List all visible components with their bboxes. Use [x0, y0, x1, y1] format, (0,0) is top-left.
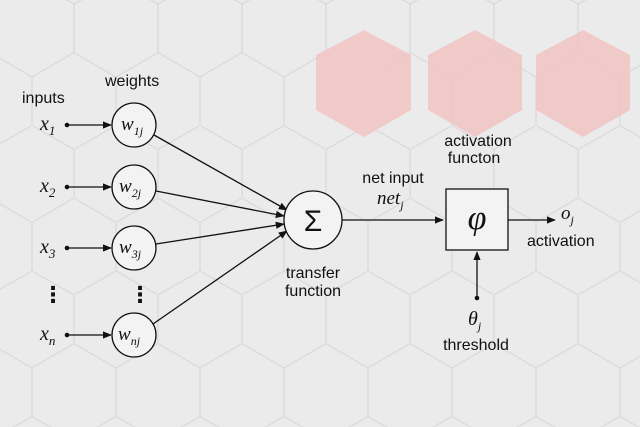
activation-function-label-line1: activation: [444, 133, 512, 150]
pink-hexagon: [316, 30, 411, 137]
weight-label: w3j: [119, 237, 142, 261]
weight-node: [111, 225, 157, 271]
threshold-symbol: θj: [468, 308, 482, 333]
input-row-n: xn wnj: [39, 312, 157, 358]
input-row-1: x1 w1j: [39, 102, 157, 148]
net-input-symbol: netj: [377, 188, 404, 212]
weight-arrow: [155, 221, 285, 245]
pink-hexagon: [428, 30, 522, 137]
sigma-icon: Σ: [304, 205, 323, 238]
weight-node: [111, 312, 157, 358]
inputs-label: inputs: [22, 90, 65, 107]
input-variable: x2: [39, 175, 56, 200]
weights-label: weights: [104, 73, 159, 90]
transfer-function-label-line1: transfer: [286, 265, 341, 282]
input-ellipsis: ⋮: [42, 282, 64, 307]
activation-function-label-line2: functon: [448, 150, 500, 167]
weight-label: w1j: [121, 114, 144, 138]
output-symbol: oj: [561, 203, 575, 227]
input-variable: x1: [39, 113, 55, 138]
weight-node: [111, 102, 157, 148]
threshold-dot: [474, 295, 480, 301]
weight-arrow: [152, 230, 288, 325]
phi-icon: φ: [468, 200, 487, 237]
weight-node: [111, 164, 157, 210]
input-dot: [64, 245, 70, 251]
weight-label: w2j: [119, 176, 142, 200]
input-variable: xn: [39, 323, 55, 348]
input-variable: x3: [39, 236, 56, 261]
input-dot: [64, 332, 70, 338]
pink-hexagons: [316, 30, 630, 137]
weight-to-sum-arrows: [152, 134, 288, 325]
weight-ellipsis: ⋮: [129, 282, 151, 307]
transfer-function-label-line2: function: [285, 283, 341, 300]
activation-function-box: [445, 188, 509, 251]
pink-hexagon: [536, 30, 630, 137]
activation-output-label: activation: [527, 233, 595, 250]
input-row-3: x3 w3j: [39, 225, 157, 271]
weight-label: wnj: [118, 324, 141, 348]
net-input-label: net input: [362, 170, 424, 187]
weight-arrow: [155, 190, 285, 219]
weight-arrow: [153, 134, 288, 211]
threshold-label: threshold: [443, 337, 509, 354]
input-dot: [64, 184, 70, 190]
input-dot: [64, 122, 70, 128]
input-row-2: x2 w2j: [39, 164, 157, 210]
